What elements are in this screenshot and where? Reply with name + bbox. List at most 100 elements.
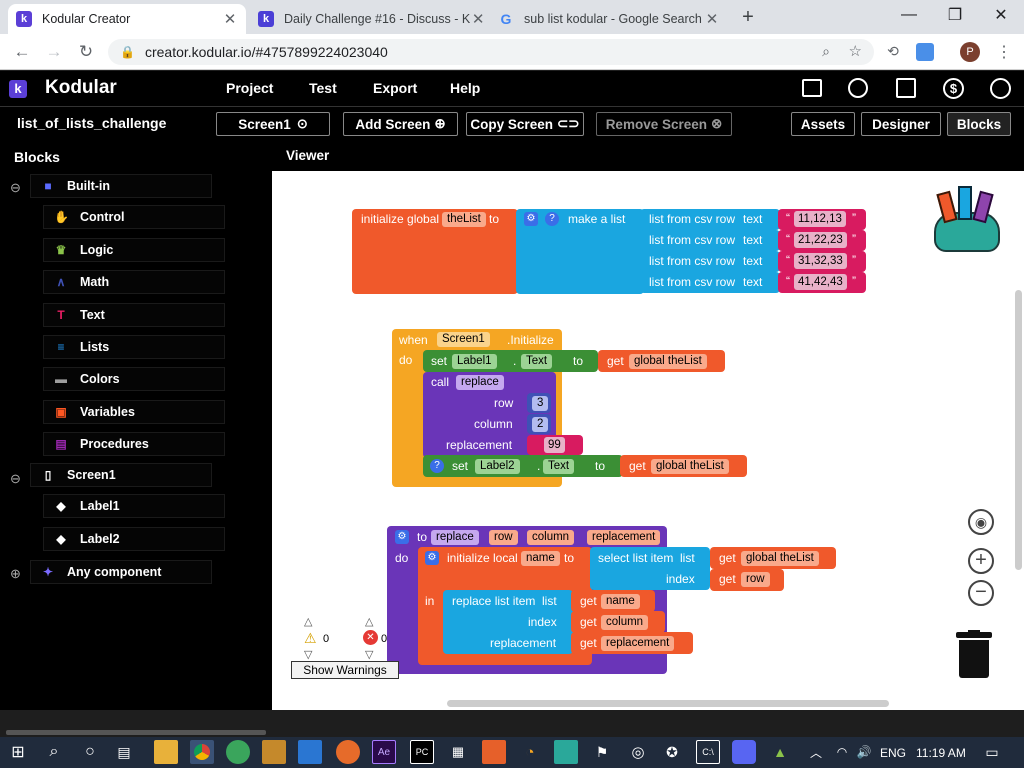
add-screen-button[interactable]: Add Screen⊕ xyxy=(343,112,458,136)
csv-text-value[interactable]: 41,42,43 xyxy=(794,274,847,290)
windows-start-icon[interactable]: ⊞ xyxy=(11,744,25,761)
list-from-csv-row-block[interactable] xyxy=(640,209,780,230)
reload-icon[interactable]: ↻ xyxy=(78,42,94,61)
list-from-csv-row-block[interactable] xyxy=(640,272,780,293)
zoom-icon[interactable]: ⌕ xyxy=(822,43,830,59)
tree-label2[interactable]: ◆Label2 xyxy=(43,527,225,551)
number-value[interactable]: 2 xyxy=(532,417,549,432)
discord-icon[interactable] xyxy=(732,740,756,764)
chrome-icon[interactable] xyxy=(190,740,214,764)
terminal-icon[interactable]: C:\ xyxy=(696,740,720,764)
after-effects-icon[interactable]: Ae xyxy=(372,740,396,764)
screen-select-button[interactable]: Screen1⊙ xyxy=(216,112,330,136)
menu-project[interactable]: Project xyxy=(226,80,274,96)
screen-dropdown[interactable]: Screen1 xyxy=(437,332,490,347)
wifi-icon[interactable]: ◠ xyxy=(836,745,848,759)
mutator-gear-icon[interactable]: ⚙ xyxy=(425,551,439,565)
mutator-gear-icon[interactable]: ⚙ xyxy=(395,530,409,544)
csv-text-value[interactable]: 11,12,13 xyxy=(794,211,846,227)
property-dropdown[interactable]: Text xyxy=(521,354,553,369)
collapse-screen-icon[interactable]: ⊖ xyxy=(10,471,21,486)
assets-button[interactable]: Assets xyxy=(791,112,855,136)
trash-can-icon[interactable] xyxy=(956,630,992,680)
variable-dropdown[interactable]: global theList xyxy=(651,459,729,474)
tree-screen1[interactable]: ▯Screen1 xyxy=(30,463,212,487)
language-indicator[interactable]: ENG xyxy=(880,746,907,760)
tray-expand-icon[interactable]: ︿ xyxy=(809,745,822,760)
back-icon[interactable]: ← xyxy=(13,42,31,61)
component-dropdown[interactable]: Label1 xyxy=(452,354,497,369)
clock[interactable]: 11:19 AM xyxy=(916,746,966,760)
menu-export[interactable]: Export xyxy=(373,80,418,96)
blocks-button[interactable]: Blocks xyxy=(947,112,1011,136)
profile-avatar[interactable]: P xyxy=(960,42,980,62)
dollar-icon[interactable]: $ xyxy=(943,78,964,99)
tree-builtin-lists[interactable]: ≡Lists xyxy=(43,335,225,359)
designer-button[interactable]: Designer xyxy=(861,112,941,136)
restore-icon[interactable]: ❐ xyxy=(947,7,963,24)
browser-tab-discuss[interactable]: k Daily Challenge #16 - Discuss - K ✕ xyxy=(250,4,486,34)
app-icon[interactable]: ⚑ xyxy=(595,743,609,760)
volume-icon[interactable]: 🔊 xyxy=(856,745,872,759)
tree-builtin-control[interactable]: ✋Control xyxy=(43,205,225,229)
gallery-icon[interactable] xyxy=(896,78,916,98)
property-dropdown[interactable]: Text xyxy=(543,459,575,474)
help-icon[interactable]: ? xyxy=(430,459,444,473)
tree-builtin-colors[interactable]: ▬Colors xyxy=(43,367,225,391)
tree-any-component[interactable]: ✦Any component xyxy=(30,560,212,584)
variable-dropdown[interactable]: column xyxy=(601,615,649,630)
init-global-block[interactable] xyxy=(352,209,518,294)
number-value[interactable]: 3 xyxy=(532,396,549,411)
firefox-icon[interactable] xyxy=(336,740,360,764)
tree-label1[interactable]: ◆Label1 xyxy=(43,494,225,518)
community-icon[interactable] xyxy=(848,78,868,98)
expand-any-icon[interactable]: ⊕ xyxy=(10,566,21,581)
panel-scrollbar[interactable] xyxy=(6,730,266,735)
sublime-icon[interactable] xyxy=(262,740,286,764)
calculator-icon[interactable]: ▦ xyxy=(451,744,465,759)
app-icon[interactable] xyxy=(482,740,506,764)
param-replacement[interactable]: replacement xyxy=(587,530,661,545)
error-prev-arrow-icon[interactable]: △ xyxy=(365,616,374,628)
app-icon[interactable] xyxy=(554,740,578,764)
tree-builtin[interactable]: ■Built-in xyxy=(30,174,212,198)
replace-list-item-block[interactable] xyxy=(443,590,573,654)
zoom-in-icon[interactable]: + xyxy=(968,548,994,574)
cortana-icon[interactable]: ○ xyxy=(85,743,95,760)
close-window-icon[interactable]: ✕ xyxy=(994,7,1008,24)
param-row[interactable]: row xyxy=(489,530,518,545)
warning-prev-arrow-icon[interactable]: △ xyxy=(304,616,313,628)
tree-builtin-logic[interactable]: ♛Logic xyxy=(43,238,225,262)
mutator-gear-icon[interactable]: ⚙ xyxy=(524,212,538,226)
param-column[interactable]: column xyxy=(527,530,575,545)
error-next-arrow-icon[interactable]: ▽ xyxy=(365,649,374,661)
search-icon[interactable]: ⌕ xyxy=(49,743,59,760)
url-field[interactable]: 🔒 creator.kodular.io/#4757899224023040 ⌕… xyxy=(108,39,874,65)
tree-builtin-variables[interactable]: ▣Variables xyxy=(43,400,225,424)
component-dropdown[interactable]: Label2 xyxy=(475,459,520,474)
account-icon[interactable] xyxy=(990,78,1011,99)
bookmark-star-icon[interactable]: ☆ xyxy=(848,43,862,60)
remove-screen-button[interactable]: Remove Screen⊗ xyxy=(596,112,732,136)
menu-help[interactable]: Help xyxy=(450,80,481,96)
list-from-csv-row-block[interactable] xyxy=(640,251,780,272)
csv-text-value[interactable]: 21,22,23 xyxy=(794,232,847,248)
viewer-v-scrollbar[interactable] xyxy=(1015,290,1022,570)
variable-dropdown[interactable]: global theList xyxy=(629,354,707,369)
zoom-out-icon[interactable]: − xyxy=(968,580,994,606)
select-list-item-block[interactable] xyxy=(590,547,710,590)
new-project-folder-icon[interactable] xyxy=(802,79,822,97)
help-icon[interactable]: ? xyxy=(545,212,559,226)
procedure-name-field[interactable]: replace xyxy=(431,530,479,545)
variable-dropdown[interactable]: row xyxy=(741,572,770,587)
app-icon[interactable]: ✪ xyxy=(666,743,678,760)
set-label1-text-block[interactable] xyxy=(423,350,598,372)
close-tab-icon[interactable]: ✕ xyxy=(705,11,719,28)
warning-next-arrow-icon[interactable]: ▽ xyxy=(304,649,313,661)
csv-text-value[interactable]: 31,32,33 xyxy=(794,253,847,269)
new-tab-icon[interactable]: + xyxy=(742,6,754,28)
local-var-name[interactable]: name xyxy=(521,551,560,566)
browser-tab-google[interactable]: G sub list kodular - Google Search ✕ xyxy=(490,4,728,34)
collapse-builtin-icon[interactable]: ⊖ xyxy=(10,180,21,195)
